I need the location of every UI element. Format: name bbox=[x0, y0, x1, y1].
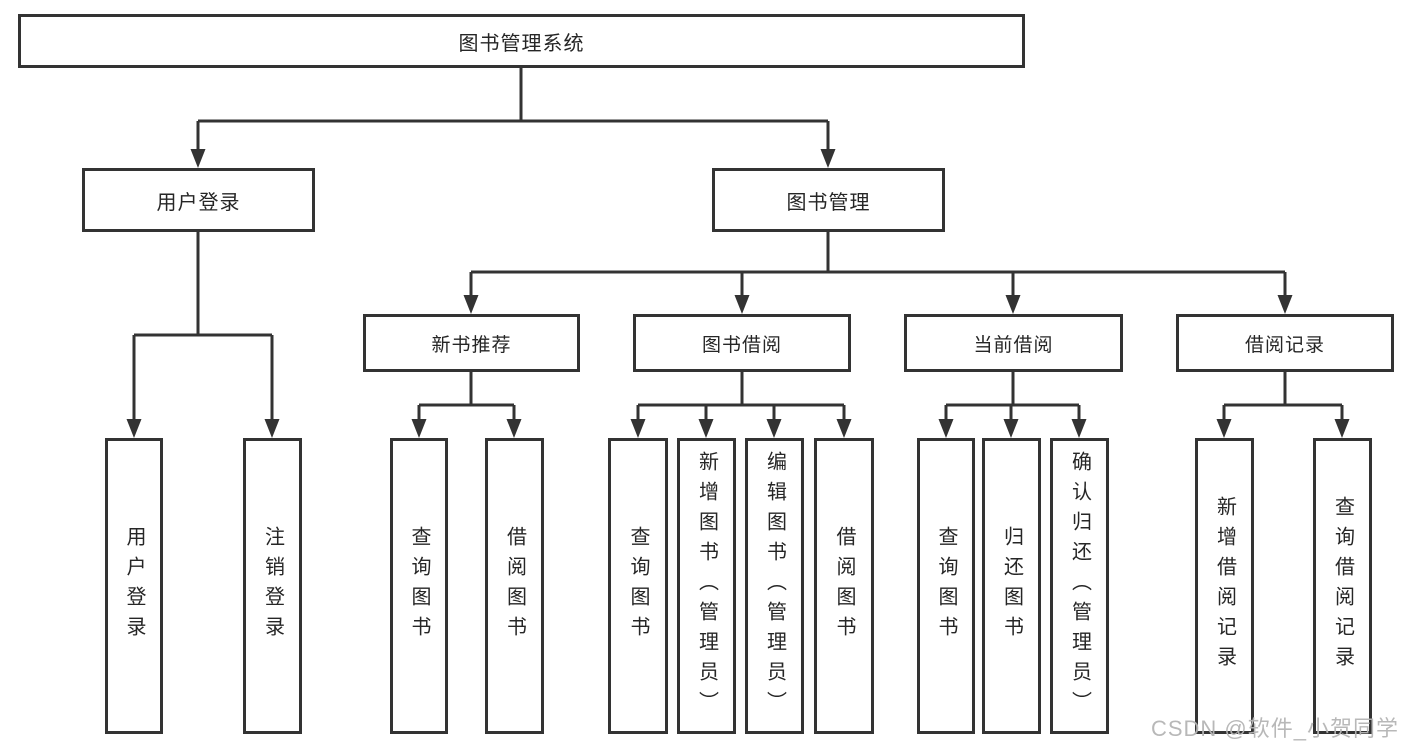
node-current-borrowing: 当前借阅 bbox=[904, 314, 1123, 372]
node-label: 新书推荐 bbox=[431, 334, 512, 356]
node-label: 当前借阅 bbox=[973, 334, 1054, 356]
leaf-label: 查询图书 bbox=[935, 526, 957, 646]
leaf-confirm-return-admin: 确认归还（管理员） bbox=[1050, 438, 1109, 734]
node-label: 借阅记录 bbox=[1244, 334, 1325, 356]
leaf-label: 查询图书 bbox=[627, 526, 649, 646]
leaf-query-books-borrowing: 查询图书 bbox=[608, 438, 668, 734]
node-library-system-root: 图书管理系统 bbox=[18, 14, 1025, 68]
csdn-watermark: CSDN @软件_小贺同学 bbox=[1150, 716, 1399, 741]
connector-segments bbox=[132, 68, 1344, 424]
leaf-add-borrow-record: 新增借阅记录 bbox=[1195, 438, 1254, 734]
node-book-management-branch: 图书管理 bbox=[712, 168, 945, 232]
node-label: 图书管理 bbox=[786, 191, 871, 214]
leaf-label: 查询图书 bbox=[408, 526, 430, 646]
leaf-query-borrow-record: 查询借阅记录 bbox=[1313, 438, 1372, 734]
node-label: 图书借阅 bbox=[701, 334, 782, 356]
node-book-borrowing: 图书借阅 bbox=[633, 314, 851, 372]
leaf-label: 借阅图书 bbox=[833, 526, 855, 646]
leaf-label: 借阅图书 bbox=[503, 526, 526, 646]
leaf-borrow-books-recommend: 借阅图书 bbox=[485, 438, 544, 734]
leaf-logout: 注销登录 bbox=[243, 438, 302, 734]
node-user-login-branch: 用户登录 bbox=[82, 168, 315, 232]
leaf-label: 新增图书（管理员） bbox=[695, 451, 718, 721]
leaf-edit-books-admin: 编辑图书（管理员） bbox=[745, 438, 804, 734]
leaf-user-login: 用户登录 bbox=[105, 438, 163, 734]
leaf-label: 注销登录 bbox=[261, 526, 284, 646]
node-label: 图书管理系统 bbox=[458, 32, 585, 55]
leaf-query-books-recommend: 查询图书 bbox=[390, 438, 448, 734]
leaf-label: 编辑图书（管理员） bbox=[763, 451, 786, 721]
leaf-label: 查询借阅记录 bbox=[1331, 496, 1354, 676]
leaf-return-books: 归还图书 bbox=[982, 438, 1041, 734]
leaf-add-books-admin: 新增图书（管理员） bbox=[677, 438, 736, 734]
node-new-book-recommend: 新书推荐 bbox=[363, 314, 580, 372]
node-label: 用户登录 bbox=[156, 191, 241, 214]
leaf-label: 确认归还（管理员） bbox=[1068, 451, 1091, 721]
leaf-query-books-current: 查询图书 bbox=[917, 438, 975, 734]
node-borrow-records: 借阅记录 bbox=[1176, 314, 1394, 372]
leaf-borrow-books: 借阅图书 bbox=[814, 438, 874, 734]
leaf-label: 新增借阅记录 bbox=[1213, 496, 1236, 676]
leaf-label: 归还图书 bbox=[1000, 526, 1023, 646]
leaf-label: 用户登录 bbox=[123, 526, 145, 646]
